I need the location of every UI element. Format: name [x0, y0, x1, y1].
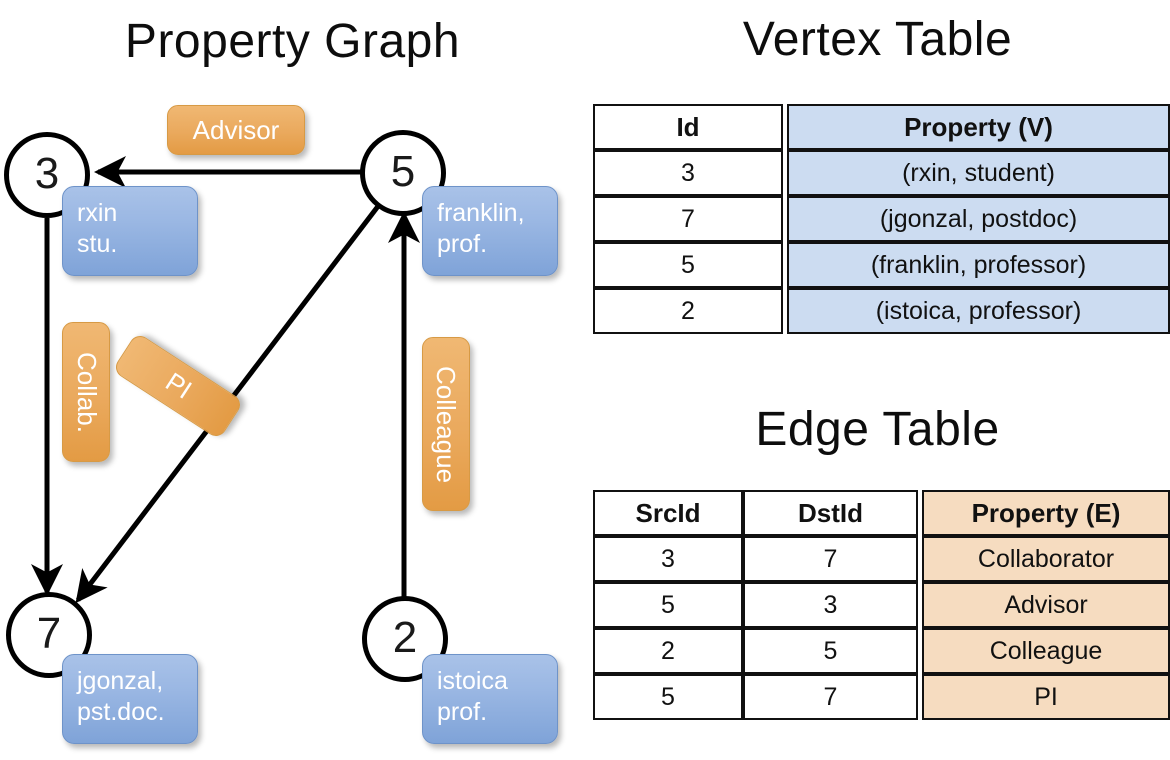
vertex-property-box-2[interactable]: istoica prof. — [422, 654, 558, 744]
graph-node-5-label: 5 — [390, 146, 416, 196]
table-row[interactable]: 3 7 Collaborator — [593, 536, 1170, 582]
edge-table-header-srcid: SrcId — [593, 490, 743, 536]
vertex-property-box-3-line2: stu. — [77, 230, 118, 258]
vertex-row-2-id: 5 — [593, 242, 783, 288]
edge-row-1-src: 5 — [593, 582, 743, 628]
edge-row-2-dst: 5 — [743, 628, 918, 674]
graph-node-2-label: 2 — [392, 612, 418, 662]
edge-table: SrcId DstId Property (E) 3 7 Collaborato… — [593, 490, 1170, 720]
table-row[interactable]: 2 5 Colleague — [593, 628, 1170, 674]
table-row[interactable]: 7 (jgonzal, postdoc) — [593, 196, 1170, 242]
vertex-property-box-5[interactable]: franklin, prof. — [422, 186, 558, 276]
vertex-row-3-id: 2 — [593, 288, 783, 334]
edge-row-0-dst: 7 — [743, 536, 918, 582]
vertex-row-2-property: (franklin, professor) — [787, 242, 1170, 288]
column-gap — [918, 674, 922, 720]
page-title-vertex-table: Vertex Table — [742, 13, 1013, 66]
vertex-row-3-property: (istoica, professor) — [787, 288, 1170, 334]
edge-label-advisor[interactable]: Advisor — [167, 105, 305, 155]
column-gap — [918, 628, 922, 674]
edge-row-0-property: Collaborator — [922, 536, 1170, 582]
vertex-table-header-id: Id — [593, 104, 783, 150]
vertex-property-box-5-line2: prof. — [437, 230, 488, 258]
vertex-property-box-7-line2: pst.doc. — [77, 698, 165, 726]
table-row[interactable]: 5 (franklin, professor) — [593, 242, 1170, 288]
edge-label-collab-text: Collab. — [71, 351, 102, 433]
column-gap — [783, 196, 787, 242]
column-gap — [918, 490, 922, 536]
table-row[interactable]: 5 3 Advisor — [593, 582, 1170, 628]
graph-node-5[interactable]: 5 — [360, 130, 446, 216]
vertex-property-box-3-line1: rxin — [77, 199, 118, 227]
column-gap — [783, 104, 787, 150]
page-title-edge-table: Edge Table — [755, 403, 1000, 456]
edge-table-header-property: Property (E) — [922, 490, 1170, 536]
column-gap — [918, 582, 922, 628]
table-header-row: SrcId DstId Property (E) — [593, 490, 1170, 536]
vertex-row-1-property: (jgonzal, postdoc) — [787, 196, 1170, 242]
table-row[interactable]: 5 7 PI — [593, 674, 1170, 720]
vertex-property-box-2-line2: prof. — [437, 698, 488, 726]
vertex-row-0-id: 3 — [593, 150, 783, 196]
graph-node-2[interactable]: 2 — [362, 596, 448, 682]
table-row[interactable]: 3 (rxin, student) — [593, 150, 1170, 196]
edge-row-0-src: 3 — [593, 536, 743, 582]
edge-label-colleague[interactable]: Colleague — [422, 337, 470, 511]
edge-row-3-src: 5 — [593, 674, 743, 720]
property-graph-diagram: 3 5 7 2 rxin stu. franklin, prof. jgonza… — [4, 105, 558, 744]
column-gap — [783, 288, 787, 334]
vertex-property-box-5-line1: franklin, — [437, 199, 525, 227]
graph-node-7-label: 7 — [36, 608, 62, 658]
column-gap — [918, 536, 922, 582]
edge-label-colleague-text: Colleague — [431, 365, 462, 483]
vertex-property-box-2-line1: istoica — [437, 667, 508, 695]
edge-row-2-src: 2 — [593, 628, 743, 674]
vertex-row-1-id: 7 — [593, 196, 783, 242]
table-header-row: Id Property (V) — [593, 104, 1170, 150]
vertex-property-box-7[interactable]: jgonzal, pst.doc. — [62, 654, 198, 744]
edge-row-3-dst: 7 — [743, 674, 918, 720]
table-row[interactable]: 2 (istoica, professor) — [593, 288, 1170, 334]
edge-table-header-dstid: DstId — [743, 490, 918, 536]
vertex-row-0-property: (rxin, student) — [787, 150, 1170, 196]
vertex-property-box-3[interactable]: rxin stu. — [62, 186, 198, 276]
edge-row-3-property: PI — [922, 674, 1170, 720]
page-title-property-graph: Property Graph — [124, 15, 461, 68]
vertex-table-header-property: Property (V) — [787, 104, 1170, 150]
edge-row-2-property: Colleague — [922, 628, 1170, 674]
vertex-table: Id Property (V) 3 (rxin, student) 7 (jgo… — [593, 104, 1170, 334]
edge-label-pi-text: PI — [159, 366, 197, 405]
graph-node-3-label: 3 — [34, 148, 60, 198]
edge-row-1-property: Advisor — [922, 582, 1170, 628]
vertex-property-box-7-line1: jgonzal, — [77, 667, 164, 695]
edge-label-advisor-text: Advisor — [192, 114, 280, 145]
edge-row-1-dst: 3 — [743, 582, 918, 628]
column-gap — [783, 150, 787, 196]
edge-label-collab[interactable]: Collab. — [62, 322, 110, 462]
column-gap — [783, 242, 787, 288]
